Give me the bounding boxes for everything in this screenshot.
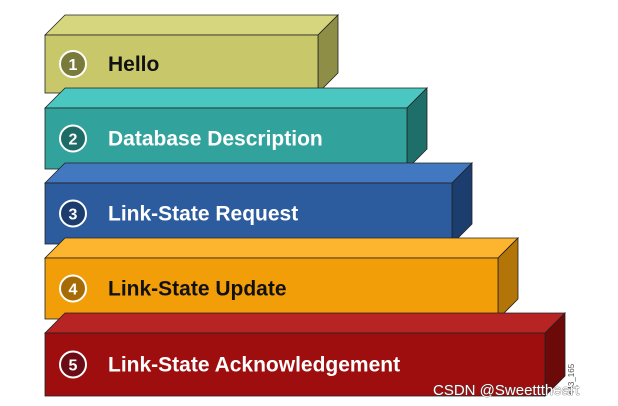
step-5-top-face	[44, 312, 566, 334]
step-2-label: Database Description	[108, 128, 323, 151]
step-5-front-face	[44, 332, 546, 397]
step-4-number: 4	[69, 282, 78, 299]
step-5-bar: 5 Link-State Acknowledgement	[44, 312, 566, 397]
step-3-label: Link-State Request	[108, 203, 298, 226]
step-4-top-face	[44, 237, 519, 259]
step-4-front-face	[44, 257, 499, 320]
step-3-bar: 3 Link-State Request	[44, 162, 473, 245]
step-5-label: Link-State Acknowledgement	[108, 354, 400, 377]
step-5-badge	[59, 350, 87, 379]
step-1-number: 1	[69, 57, 78, 74]
step-1-front-face	[44, 34, 319, 94]
step-4-bar: 4 Link-State Update	[44, 237, 519, 320]
step-5-number: 5	[69, 358, 78, 375]
step-3-number: 3	[69, 207, 78, 224]
step-4-badge	[59, 274, 87, 303]
figure-id: 443_165	[567, 363, 576, 395]
step-2-bar: 2 Database Description	[44, 87, 428, 170]
step-1-top-face	[44, 14, 339, 36]
step-3-top-face	[44, 162, 473, 184]
step-3-badge	[59, 199, 87, 228]
step-1-badge	[59, 50, 87, 78]
watermark: CSDN @Sweetttheart	[433, 382, 580, 399]
step-1-bar: 1 Hello	[44, 14, 339, 94]
step-1-label: Hello	[108, 53, 159, 76]
step-2-front-face	[44, 107, 408, 170]
step-2-badge	[59, 124, 87, 153]
step-2-number: 2	[69, 132, 78, 149]
step-3-front-face	[44, 182, 453, 245]
step-4-label: Link-State Update	[108, 278, 287, 301]
step-2-top-face	[44, 87, 428, 109]
